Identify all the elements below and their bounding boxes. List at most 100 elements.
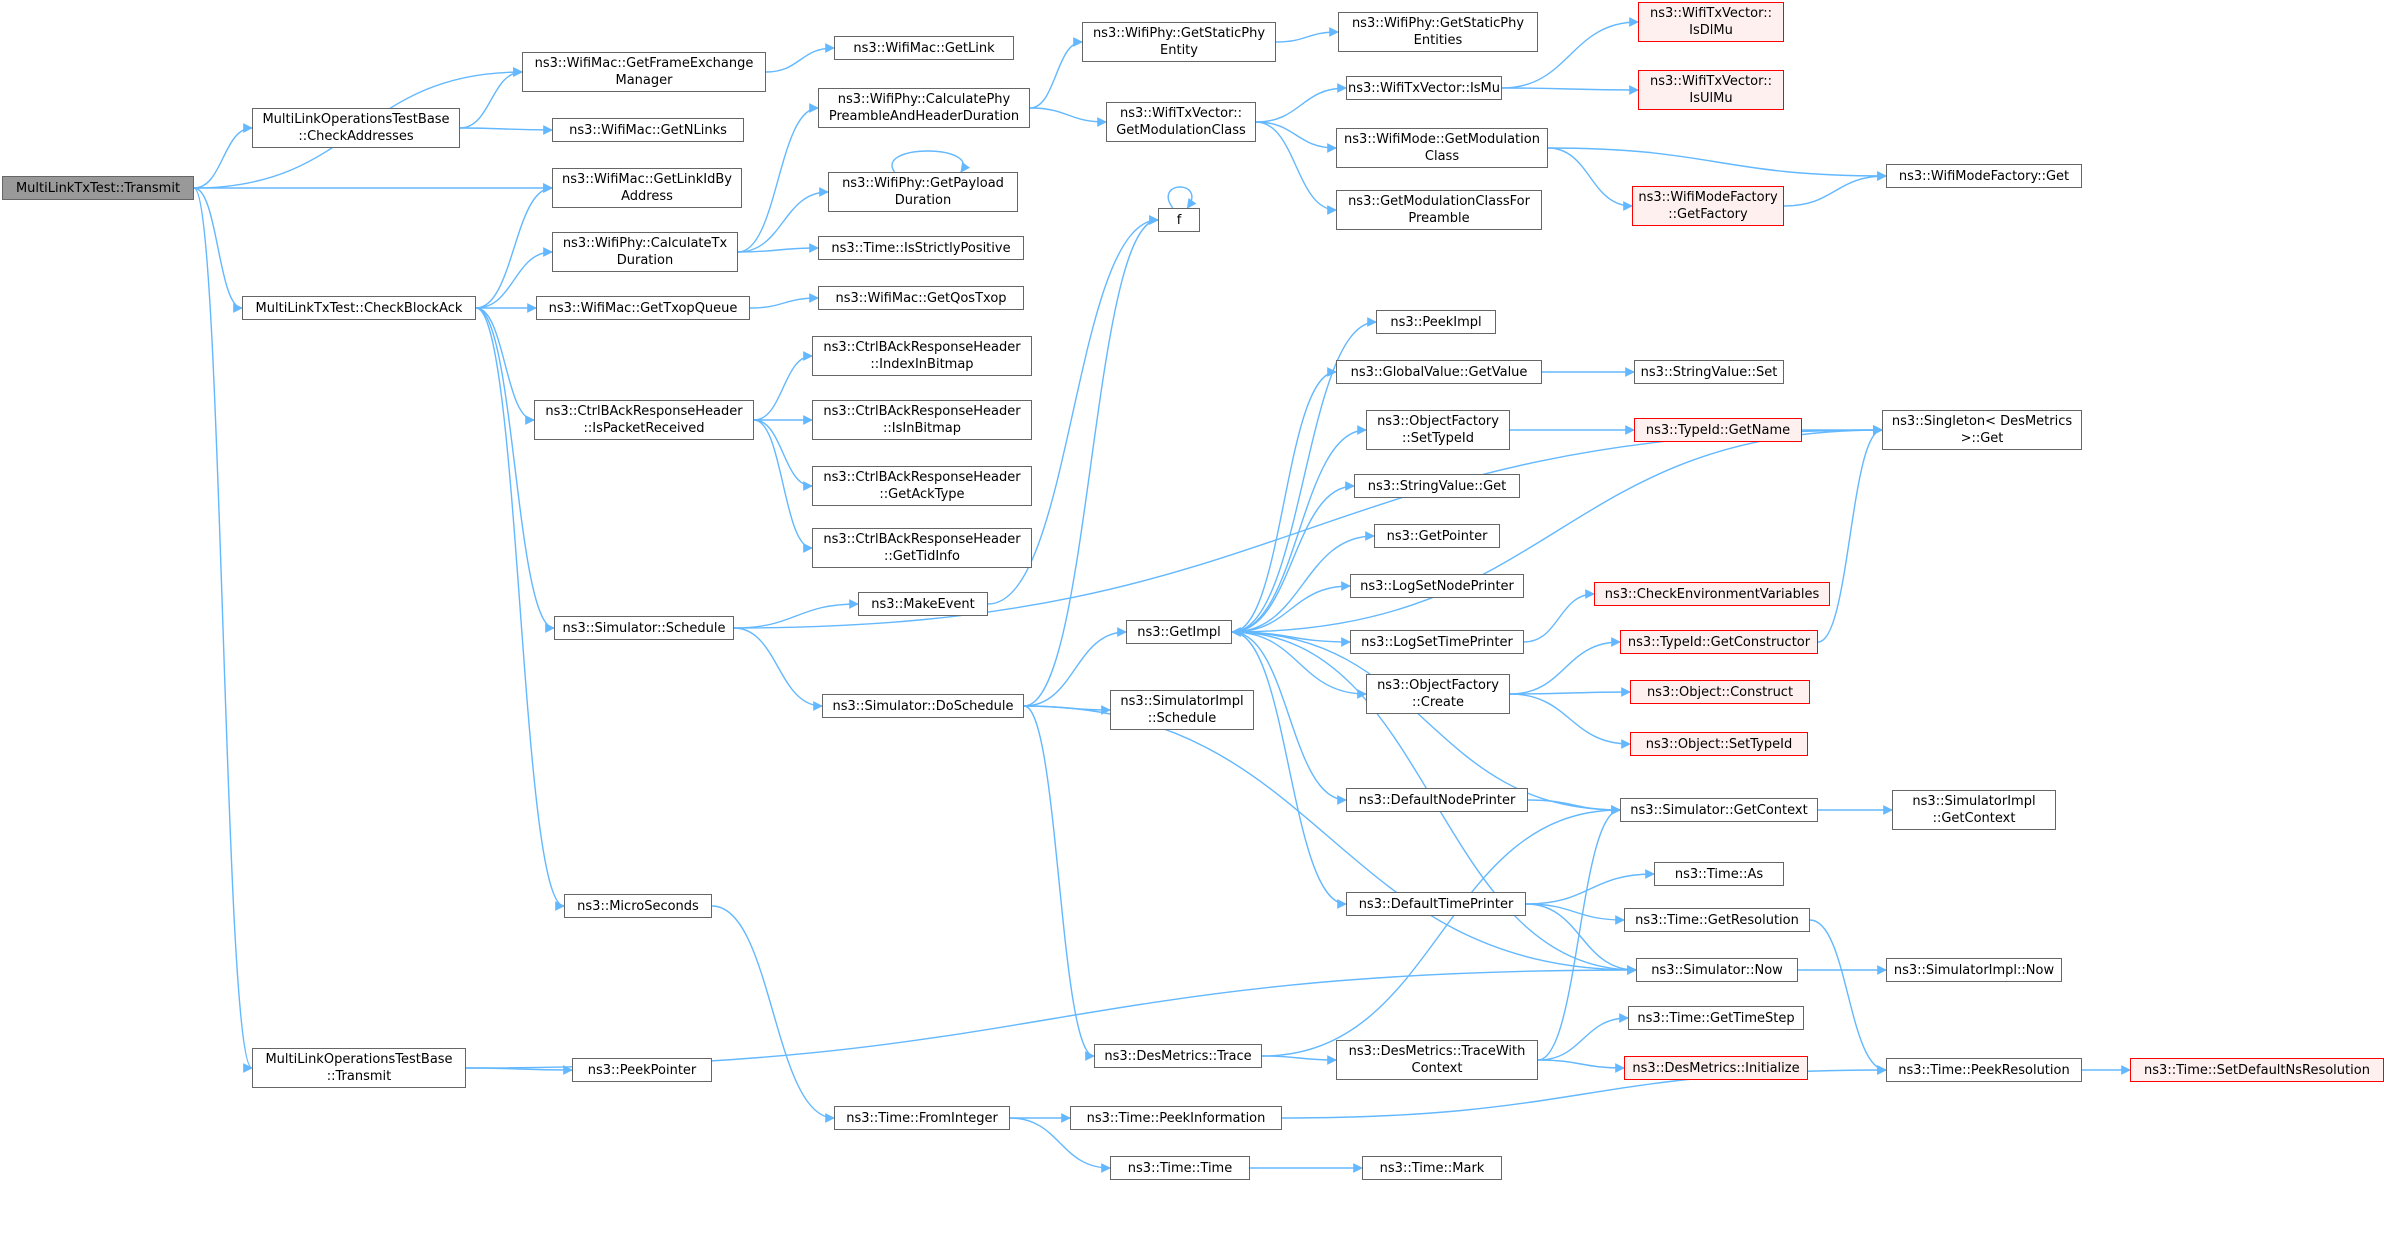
node-des-trace-ctx[interactable]: ns3::DesMetrics::TraceWith Context xyxy=(1336,1040,1538,1080)
node-of-set-type-id[interactable]: ns3::ObjectFactory ::SetTypeId xyxy=(1366,410,1510,450)
node-label: ns3::GetPointer xyxy=(1386,528,1488,544)
edge-isMu-to-isDlMu xyxy=(1501,17,1639,89)
node-time-as[interactable]: ns3::Time::As xyxy=(1654,862,1784,886)
edge-checkBA-to-calcTx xyxy=(475,247,553,309)
node-label: ns3::Object::SetTypeId xyxy=(1645,736,1793,752)
edge-checkAddr-to-getNLinks xyxy=(459,125,553,135)
node-get-link[interactable]: ns3::WifiMac::GetLink xyxy=(834,36,1014,60)
node-check-env[interactable]: ns3::CheckEnvironmentVariables xyxy=(1594,582,1830,606)
node-singleton-get[interactable]: ns3::Singleton< DesMetrics >::Get xyxy=(1882,410,2082,450)
node-tid-get-name[interactable]: ns3::TypeId::GetName xyxy=(1634,418,1802,442)
node-get-qos[interactable]: ns3::WifiMac::GetQosTxop xyxy=(818,286,1024,310)
node-des-init[interactable]: ns3::DesMetrics::Initialize xyxy=(1624,1056,1808,1080)
node-time-mark[interactable]: ns3::Time::Mark xyxy=(1362,1156,1502,1180)
node-peek-info[interactable]: ns3::Time::PeekInformation xyxy=(1070,1106,1282,1130)
node-log-set-node[interactable]: ns3::LogSetNodePrinter xyxy=(1350,574,1524,598)
node-wm-get-mod-class[interactable]: ns3::WifiMode::GetModulation Class xyxy=(1336,128,1548,168)
node-of-create[interactable]: ns3::ObjectFactory ::Create xyxy=(1366,674,1510,714)
edge-checkBA-to-isPktRecv xyxy=(475,307,535,425)
node-label: ns3::StringValue::Get xyxy=(1367,478,1507,494)
node-micro-sec[interactable]: ns3::MicroSeconds xyxy=(564,894,712,918)
node-sv-get[interactable]: ns3::StringValue::Get xyxy=(1354,474,1520,498)
node-get-mod-class[interactable]: ns3::WifiTxVector:: GetModulationClass xyxy=(1106,102,1256,142)
node-sim-impl-now[interactable]: ns3::SimulatorImpl::Now xyxy=(1886,958,2062,982)
edge-calcTx-to-strictPos xyxy=(737,243,819,253)
node-peek-res[interactable]: ns3::Time::PeekResolution xyxy=(1886,1058,2082,1082)
edge-wmGetModClass-to-wmfGet xyxy=(1547,147,1887,181)
node-get-pointer[interactable]: ns3::GetPointer xyxy=(1374,524,1500,548)
node-label: ns3::WifiMac::GetNLinks xyxy=(569,122,727,138)
node-mltb-transmit[interactable]: MultiLinkOperationsTestBase ::Transmit xyxy=(252,1048,466,1088)
node-label: ns3::GlobalValue::GetValue xyxy=(1350,364,1528,380)
node-calc-phy[interactable]: ns3::WifiPhy::CalculatePhy PreambleAndHe… xyxy=(818,88,1030,128)
node-make-event[interactable]: ns3::MakeEvent xyxy=(858,592,988,616)
node-is-dl-mu[interactable]: ns3::WifiTxVector:: IsDlMu xyxy=(1638,2,1784,42)
node-get-txop[interactable]: ns3::WifiMac::GetTxopQueue xyxy=(536,296,750,320)
node-sim-now[interactable]: ns3::Simulator::Now xyxy=(1636,958,1798,982)
node-sim-impl-sched[interactable]: ns3::SimulatorImpl ::Schedule xyxy=(1110,690,1254,730)
node-get-f-e-m[interactable]: ns3::WifiMac::GetFrameExchange Manager xyxy=(522,52,766,92)
node-get-n-links[interactable]: ns3::WifiMac::GetNLinks xyxy=(552,118,744,142)
node-is-pkt-recv[interactable]: ns3::CtrlBAckResponseHeader ::IsPacketRe… xyxy=(534,400,754,440)
node-sv-set[interactable]: ns3::StringValue::Set xyxy=(1634,360,1784,384)
node-calc-tx[interactable]: ns3::WifiPhy::CalculateTx Duration xyxy=(552,232,738,272)
node-label: ns3::TypeId::GetName xyxy=(1645,422,1791,438)
node-gv-get-value[interactable]: ns3::GlobalValue::GetValue xyxy=(1336,360,1542,384)
edge-isPktRecv-to-getTidInfo xyxy=(753,419,813,553)
node-set-def-ns[interactable]: ns3::Time::SetDefaultNsResolution xyxy=(2130,1058,2384,1082)
edge-getFEM-to-getLink xyxy=(765,43,835,73)
node-label: ns3::WifiMode::GetModulation Class xyxy=(1344,132,1540,164)
node-tid-get-ctor[interactable]: ns3::TypeId::GetConstructor xyxy=(1620,630,1818,654)
node-obj-set-type-id[interactable]: ns3::Object::SetTypeId xyxy=(1630,732,1808,756)
node-label: ns3::StringValue::Set xyxy=(1640,364,1778,380)
edge-simSchedule-to-doSchedule xyxy=(733,627,823,711)
edge-getImpl-to-getPointer xyxy=(1231,531,1375,633)
node-time-time[interactable]: ns3::Time::Time xyxy=(1110,1156,1250,1180)
node-def-node-printer[interactable]: ns3::DefaultNodePrinter xyxy=(1346,788,1528,812)
node-time-get-res[interactable]: ns3::Time::GetResolution xyxy=(1624,908,1810,932)
edge-desTraceCtx-to-simGetCtx xyxy=(1537,805,1621,1061)
node-get-link-id[interactable]: ns3::WifiMac::GetLinkIdBy Address xyxy=(552,168,742,208)
node-label: ns3::CtrlBAckResponseHeader ::IsInBitmap xyxy=(823,404,1021,436)
node-get-static-ent[interactable]: ns3::WifiPhy::GetStaticPhy Entities xyxy=(1338,12,1538,52)
node-peek-impl[interactable]: ns3::PeekImpl xyxy=(1376,310,1496,334)
node-label: ns3::WifiPhy::CalculateTx Duration xyxy=(562,236,728,268)
node-label: ns3::SimulatorImpl::Now xyxy=(1893,962,2055,978)
node-label: ns3::DesMetrics::Initialize xyxy=(1632,1060,1800,1076)
node-check-b-a[interactable]: MultiLinkTxTest::CheckBlockAck xyxy=(242,296,476,320)
node-idx-bitmap[interactable]: ns3::CtrlBAckResponseHeader ::IndexInBit… xyxy=(812,336,1032,376)
node-label: ns3::Singleton< DesMetrics >::Get xyxy=(1891,414,2073,446)
node-get-payload[interactable]: ns3::WifiPhy::GetPayload Duration xyxy=(828,172,1018,212)
node-time-get-step[interactable]: ns3::Time::GetTimeStep xyxy=(1628,1006,1804,1030)
node-label: ns3::TypeId::GetConstructor xyxy=(1627,634,1811,650)
node-label: ns3::Time::GetTimeStep xyxy=(1637,1010,1795,1026)
node-peek-pointer[interactable]: ns3::PeekPointer xyxy=(572,1058,712,1082)
node-f[interactable]: f xyxy=(1158,208,1200,232)
node-get-tid-info[interactable]: ns3::CtrlBAckResponseHeader ::GetTidInfo xyxy=(812,528,1032,568)
node-wmf-get-factory[interactable]: ns3::WifiModeFactory ::GetFactory xyxy=(1632,186,1784,226)
node-wmf-get[interactable]: ns3::WifiModeFactory::Get xyxy=(1886,164,2082,188)
node-sim-impl-get-ctx[interactable]: ns3::SimulatorImpl ::GetContext xyxy=(1892,790,2056,830)
node-log-set-time[interactable]: ns3::LogSetTimePrinter xyxy=(1350,630,1524,654)
edge-getImpl-to-ofSetTypeId xyxy=(1231,425,1367,633)
node-label: ns3::WifiPhy::GetPayload Duration xyxy=(842,176,1004,208)
node-label: ns3::CtrlBAckResponseHeader ::IsPacketRe… xyxy=(545,404,743,436)
node-label: ns3::WifiModeFactory::Get xyxy=(1898,168,2070,184)
node-get-impl[interactable]: ns3::GetImpl xyxy=(1126,620,1232,644)
node-des-trace[interactable]: ns3::DesMetrics::Trace xyxy=(1094,1044,1262,1068)
node-get-mod-pre[interactable]: ns3::GetModulationClassFor Preamble xyxy=(1336,190,1542,230)
node-sim-schedule[interactable]: ns3::Simulator::Schedule xyxy=(554,616,734,640)
node-sim-get-ctx[interactable]: ns3::Simulator::GetContext xyxy=(1620,798,1818,822)
node-do-schedule[interactable]: ns3::Simulator::DoSchedule xyxy=(822,694,1024,718)
node-strict-pos[interactable]: ns3::Time::IsStrictlyPositive xyxy=(818,236,1024,260)
node-get-static[interactable]: ns3::WifiPhy::GetStaticPhy Entity xyxy=(1082,22,1276,62)
node-is-in-bitmap[interactable]: ns3::CtrlBAckResponseHeader ::IsInBitmap xyxy=(812,400,1032,440)
node-obj-construct[interactable]: ns3::Object::Construct xyxy=(1630,680,1810,704)
node-get-ack-type[interactable]: ns3::CtrlBAckResponseHeader ::GetAckType xyxy=(812,466,1032,506)
node-label: ns3::WifiModeFactory ::GetFactory xyxy=(1638,190,1778,222)
node-is-mu[interactable]: ns3::WifiTxVector::IsMu xyxy=(1346,76,1502,100)
node-from-integer[interactable]: ns3::Time::FromInteger xyxy=(834,1106,1010,1130)
node-check-addr[interactable]: MultiLinkOperationsTestBase ::CheckAddre… xyxy=(252,108,460,148)
node-is-ul-mu[interactable]: ns3::WifiTxVector:: IsUlMu xyxy=(1638,70,1784,110)
node-def-time-printer[interactable]: ns3::DefaultTimePrinter xyxy=(1346,892,1526,916)
